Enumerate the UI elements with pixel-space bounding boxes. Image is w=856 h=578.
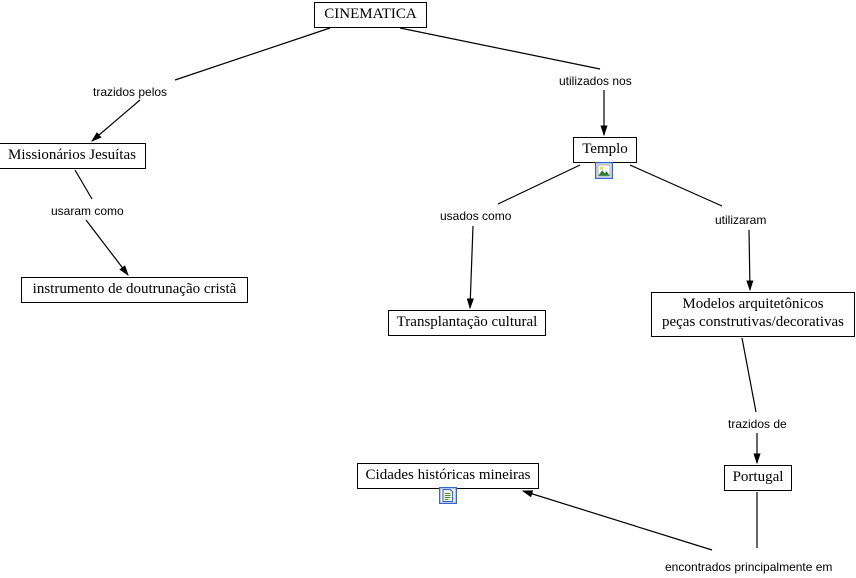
node-label: Transplantação cultural: [396, 314, 538, 330]
edge-templo-to-usados-como: [497, 164, 581, 205]
node-label: Cidades históricas mineiras: [365, 467, 531, 483]
edge-utilizaram-to-modelos: [746, 229, 754, 292]
link-label-utilizaram[interactable]: utilizaram: [713, 213, 769, 227]
node-label: Missionários Jesuítas: [8, 147, 136, 163]
edge-usaram-como-to-instrumento: [85, 219, 129, 276]
edge-encontrados-to-cidades: [521, 490, 713, 551]
edge-trazidos-pelos-to-missionarios: [91, 99, 141, 142]
node-label: instrumento de doutrunação cristã: [32, 281, 237, 297]
edge-usados-como-to-transplantacao: [466, 225, 474, 310]
node-label: Portugal: [732, 469, 784, 485]
edges: [74, 27, 761, 551]
document-icon[interactable]: [439, 487, 457, 504]
link-label-trazidos-de[interactable]: trazidos de: [726, 417, 789, 431]
link-label-usados-como[interactable]: usados como: [438, 209, 514, 223]
link-label-usaram-como[interactable]: usaram como: [49, 204, 126, 218]
edge-missionarios-to-usaram-como: [74, 169, 93, 200]
node-label: Templo: [582, 141, 628, 157]
link-label-trazidos-pelos[interactable]: trazidos pelos: [91, 85, 170, 99]
edge-cinematica-to-trazidos-pelos: [174, 27, 331, 81]
edge-cinematica-to-utilizados-nos: [399, 27, 601, 70]
node-transplantacao[interactable]: Transplantação cultural: [388, 310, 546, 336]
node-cidades[interactable]: Cidades históricas mineiras: [357, 463, 539, 489]
node-label-line1: Modelos arquitetônicos: [682, 296, 824, 312]
node-label-line2: peças construtivas/decorativas: [661, 314, 844, 330]
node-cinematica[interactable]: CINEMATICA: [314, 2, 427, 28]
node-instrumento[interactable]: instrumento de doutrunação cristã: [21, 277, 248, 303]
edge-modelos-to-trazidos-de: [741, 337, 757, 413]
node-label: CINEMATICA: [324, 6, 417, 22]
node-missionarios[interactable]: Missionários Jesuítas: [0, 143, 146, 169]
image-icon[interactable]: [595, 162, 613, 179]
link-label-encontrados-principalmente-em[interactable]: encontrados principalmente em: [663, 560, 835, 574]
node-templo[interactable]: Templo: [573, 137, 637, 163]
node-modelos[interactable]: Modelos arquitetônicos peças construtivas…: [651, 292, 855, 337]
node-portugal[interactable]: Portugal: [724, 465, 792, 491]
link-label-utilizados-nos[interactable]: utilizados nos: [557, 74, 634, 88]
edge-templo-to-utilizaram: [629, 164, 723, 207]
